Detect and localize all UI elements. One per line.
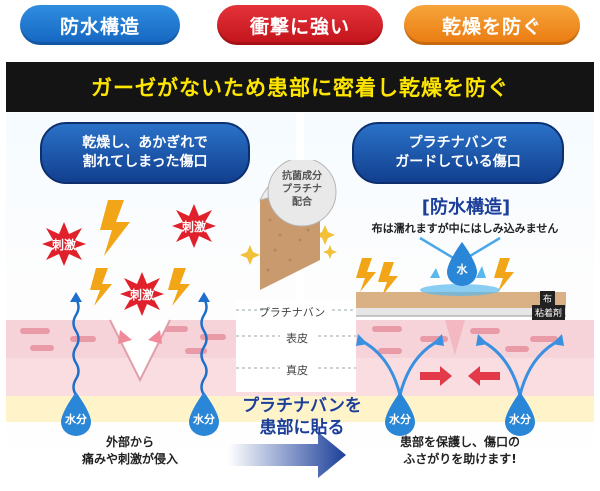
irritant-label: 刺激 xyxy=(51,237,76,252)
water-drop-icon: 水分 xyxy=(57,392,95,436)
adhesive-tag: 粘着剤 xyxy=(532,305,566,320)
left-bottom-caption: 外部から 痛みや刺激が侵入 xyxy=(60,434,200,468)
water-drop-label: 水分 xyxy=(193,413,215,426)
right-caption-line1: プラチナバンで xyxy=(408,135,508,151)
left-caption: 乾燥し、あかぎれで 割れてしまった傷口 xyxy=(40,122,250,184)
bandage-label-line3: 配合 xyxy=(292,197,312,208)
water-drop-label: 水分 xyxy=(65,413,87,426)
right-bottom-line2: ふさがりを助けます! xyxy=(403,452,517,466)
water-drop-label: 水分 xyxy=(509,413,531,426)
water-drop-label: 水分 xyxy=(389,413,411,426)
right-bottom-caption: 患部を保護し、傷口の ふさがりを助けます! xyxy=(370,434,550,468)
right-bottom-line1: 患部を保護し、傷口の xyxy=(399,435,520,449)
irritant-burst: 刺激 xyxy=(120,272,164,316)
bandage-label-line1: 抗菌成分 xyxy=(282,171,322,182)
label-dermis: 真皮 xyxy=(286,364,308,377)
apply-instruction: プラチナバンを 患部に貼る xyxy=(232,395,372,439)
left-bottom-line2: 痛みや刺激が侵入 xyxy=(81,452,178,466)
badge-waterproof: 防水構造 xyxy=(20,5,180,45)
badge-prevents-drying: 乾燥を防ぐ xyxy=(404,5,580,45)
structure-title-text: 防水構造 xyxy=(430,197,502,218)
structure-title: [防水構造] xyxy=(421,197,511,218)
badge-impact-resistant: 衝撃に強い xyxy=(217,5,383,45)
right-caption: プラチナバンで ガードしている傷口 xyxy=(352,122,564,184)
irritant-burst: 刺激 xyxy=(42,222,86,266)
water-drop-icon: 水分 xyxy=(381,392,419,436)
label-platinum-layer: プラチナバン xyxy=(258,306,326,319)
bandage-feature-label: 抗菌成分 プラチナ 配合 xyxy=(272,170,332,209)
irritant-label: 刺激 xyxy=(181,219,206,234)
left-caption-line1: 乾燥し、あかぎれで xyxy=(82,135,208,151)
structure-description: 布は濡れますが中にはしみ込みません xyxy=(371,222,559,235)
left-bottom-line1: 外部から xyxy=(105,435,154,449)
water-drop-icon: 水分 xyxy=(501,392,539,436)
water-drop-label: 水 xyxy=(456,263,468,276)
right-caption-line2: ガードしている傷口 xyxy=(395,154,521,170)
left-caption-line2: 割れてしまった傷口 xyxy=(82,154,208,170)
bandage-label-line2: プラチナ xyxy=(282,184,322,195)
skin-fat-layer xyxy=(6,396,594,422)
apply-line2: 患部に貼る xyxy=(259,418,345,438)
irritant-burst: 刺激 xyxy=(172,204,216,248)
bandage-image xyxy=(259,160,337,290)
label-epidermis: 表皮 xyxy=(286,332,308,345)
apply-line1: プラチナバンを xyxy=(242,396,362,416)
irritant-label: 刺激 xyxy=(129,287,154,302)
headline-banner: ガーゼがないため患部に密着し乾燥を防ぐ xyxy=(6,62,594,112)
cloth-tag: 布 xyxy=(540,291,556,306)
water-drop-icon: 水分 xyxy=(185,392,223,436)
water-drop-icon: 水 xyxy=(443,242,481,286)
